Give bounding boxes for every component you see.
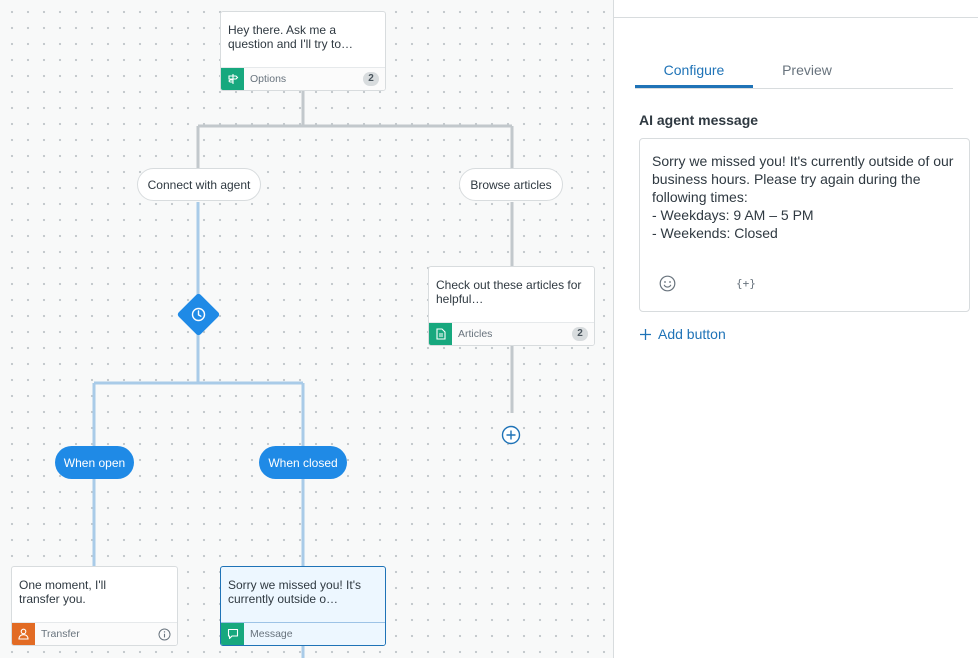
article-icon [429, 322, 452, 345]
card-footer: Options 2 [221, 67, 385, 90]
insert-variable-icon[interactable]: {+} [736, 277, 756, 290]
ai-agent-message-editor[interactable]: Sorry we missed you! It's currently outs… [639, 138, 970, 312]
configuration-panel: Configure Preview AI agent message Sorry… [613, 0, 978, 658]
card-type-label: Articles [458, 328, 493, 340]
speech-bubble-icon [221, 622, 244, 645]
transfer-card[interactable]: One moment, I'll transfer you. Transfer [11, 566, 178, 646]
option-connect-with-agent[interactable]: Connect with agent [137, 168, 261, 201]
options-count-badge: 2 [363, 72, 379, 86]
articles-card[interactable]: Check out these articles for helpful… Ar… [428, 266, 595, 346]
info-icon[interactable] [158, 628, 171, 641]
tab-configure[interactable]: Configure [635, 53, 753, 88]
card-footer: Message [221, 622, 385, 645]
option-browse-articles[interactable]: Browse articles [459, 168, 563, 201]
message-toolbar: {+} [659, 275, 756, 292]
card-footer: Articles 2 [429, 322, 594, 345]
greeting-options-card[interactable]: Hey there. Ask me a question and I'll tr… [220, 11, 386, 91]
connector-lines [92, 90, 514, 658]
closed-message-card[interactable]: Sorry we missed you! It's currently outs… [220, 566, 386, 646]
ai-agent-message-label: AI agent message [639, 112, 759, 128]
panel-tabs: Configure Preview [635, 53, 953, 89]
branch-when-closed[interactable]: When closed [259, 446, 347, 479]
panel-divider [614, 17, 978, 18]
card-text: Hey there. Ask me a question and I'll tr… [228, 23, 354, 51]
card-type-label: Options [250, 73, 287, 85]
card-text: Sorry we missed you! It's currently outs… [228, 578, 361, 606]
person-icon [12, 622, 35, 645]
card-type-label: Message [250, 628, 293, 640]
option-label: Connect with agent [147, 177, 251, 192]
plus-icon [639, 328, 652, 341]
card-type-label: Transfer [41, 628, 80, 640]
clock-icon [189, 305, 208, 324]
tab-preview[interactable]: Preview [782, 62, 832, 78]
card-footer: Transfer [12, 622, 177, 645]
flow-canvas[interactable]: Hey there. Ask me a question and I'll tr… [0, 0, 613, 658]
smiley-icon[interactable] [659, 275, 676, 292]
articles-count-badge: 2 [572, 327, 588, 341]
branch-label: When closed [268, 455, 338, 470]
option-label: Browse articles [470, 177, 552, 192]
card-text: Check out these articles for helpful… [436, 278, 582, 306]
signpost-icon [221, 67, 244, 90]
add-button-label: Add button [658, 326, 726, 342]
add-button[interactable]: Add button [639, 326, 726, 342]
branch-label: When open [63, 455, 126, 470]
branch-when-open[interactable]: When open [55, 446, 134, 479]
card-text: One moment, I'll transfer you. [19, 578, 106, 606]
add-step-icon[interactable] [501, 425, 521, 445]
message-text[interactable]: Sorry we missed you! It's currently outs… [652, 153, 954, 241]
